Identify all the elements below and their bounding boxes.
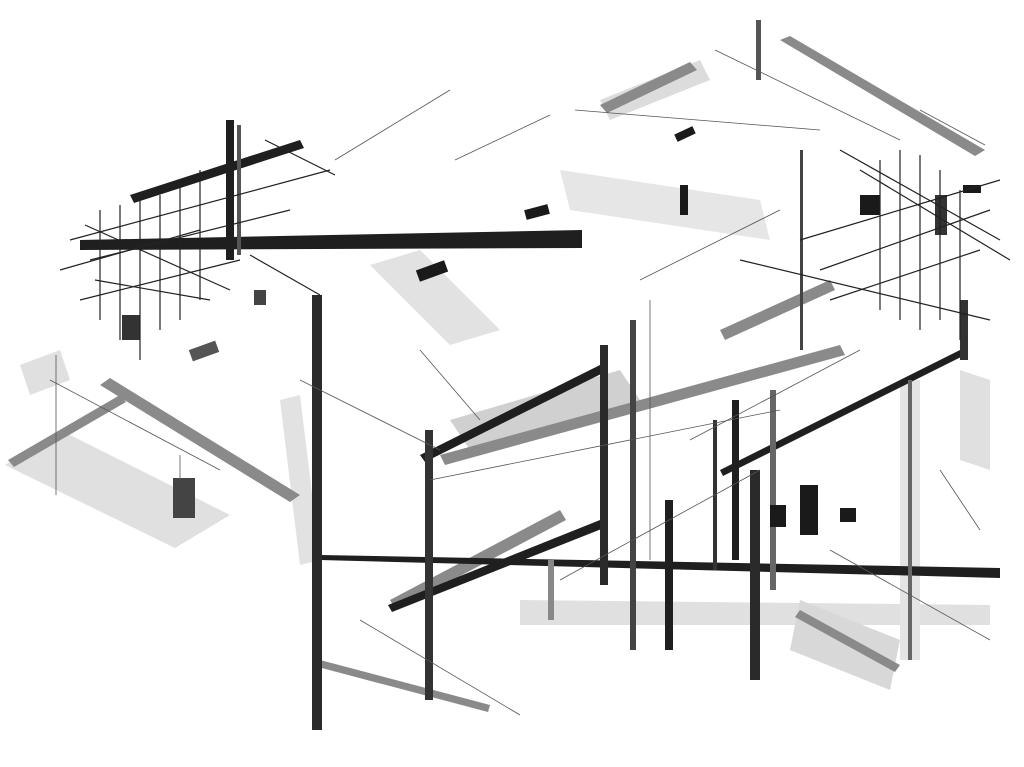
construction-line	[919, 109, 986, 146]
cluster-left-line	[94, 279, 211, 301]
cluster-right-line	[819, 209, 991, 271]
block-15	[674, 126, 696, 142]
construction-line	[639, 209, 781, 281]
block-6	[840, 508, 856, 522]
beam-lower-left	[318, 660, 490, 712]
column-mid-2	[732, 400, 739, 560]
column-top-right	[756, 20, 761, 80]
dark-beam-top-left	[80, 230, 582, 250]
cluster-right-line	[739, 259, 991, 321]
ghost-plane-lower-left	[280, 395, 320, 565]
beam-left-short	[8, 395, 126, 467]
cluster-left-line	[264, 139, 336, 176]
column-center-1	[425, 430, 433, 700]
cluster-left-line	[59, 229, 201, 271]
block-2	[680, 185, 688, 215]
thin-construction-lines	[49, 49, 991, 716]
cluster-left-line	[84, 224, 231, 291]
block-4	[415, 260, 449, 282]
cluster-right-line	[859, 169, 1011, 261]
ghost-plane-upper	[560, 170, 770, 240]
dark-beam-lower-diagonal	[388, 520, 604, 612]
construction-line	[49, 379, 221, 471]
column-right-4	[908, 380, 912, 660]
column-center-2	[600, 345, 608, 585]
cluster-right	[739, 149, 1011, 340]
ghost-plane-right	[960, 370, 990, 470]
small-block-accents	[122, 126, 981, 535]
construction-line	[334, 89, 451, 161]
dark-beam-right	[720, 350, 963, 476]
column-right-3	[960, 300, 968, 360]
block-9	[188, 340, 220, 362]
beam-top-right	[780, 36, 985, 156]
cluster-right-line	[799, 179, 1001, 241]
cluster-left-line	[79, 259, 241, 301]
column-right-1	[750, 470, 760, 680]
construction-line	[574, 109, 821, 131]
construction-line	[429, 409, 781, 481]
column-center-4	[665, 500, 673, 650]
column-center-3	[630, 320, 636, 650]
cluster-left	[59, 139, 336, 360]
column-right-2	[770, 390, 776, 590]
cluster-right-line	[829, 249, 981, 301]
cluster-left-line	[249, 254, 321, 296]
construction-line	[559, 469, 761, 581]
block-8	[173, 478, 195, 518]
ghost-plane-left-top	[20, 350, 70, 395]
construction-line	[359, 619, 521, 716]
dark-beam-left-diagonal	[130, 140, 304, 203]
column-right-5	[800, 150, 803, 350]
vertical-columns	[226, 20, 968, 730]
faint-ghost-layer	[5, 60, 990, 690]
construction-line	[419, 349, 481, 421]
construction-line	[829, 549, 991, 641]
beam-center-diagonal	[440, 345, 845, 465]
construction-line	[689, 349, 861, 441]
block-3	[524, 204, 550, 220]
dark-beam-layer	[80, 140, 1000, 612]
dark-beam-bottom	[320, 555, 1000, 578]
ghost-plane-left	[5, 430, 230, 548]
construction-line	[939, 469, 981, 531]
beam-right-mid	[720, 280, 835, 340]
block-13	[122, 315, 140, 340]
column-left-thin	[226, 120, 234, 260]
ghost-plane-center	[370, 250, 500, 345]
column-bottom-1	[548, 560, 554, 620]
block-10	[860, 195, 880, 215]
column-left-tall	[312, 295, 322, 730]
ghost-plane-mid	[450, 370, 640, 450]
column-left-thin-2	[237, 125, 241, 255]
block-7	[770, 505, 786, 527]
construction-line	[299, 379, 441, 451]
beam-top-diagonal	[600, 62, 697, 113]
construction-line	[714, 49, 901, 141]
block-14	[254, 290, 266, 305]
block-5	[800, 485, 818, 535]
beam-bottom-right	[795, 610, 900, 672]
dark-beam-mid	[420, 365, 605, 462]
construction-line	[454, 114, 551, 161]
beam-left-long	[100, 378, 300, 502]
